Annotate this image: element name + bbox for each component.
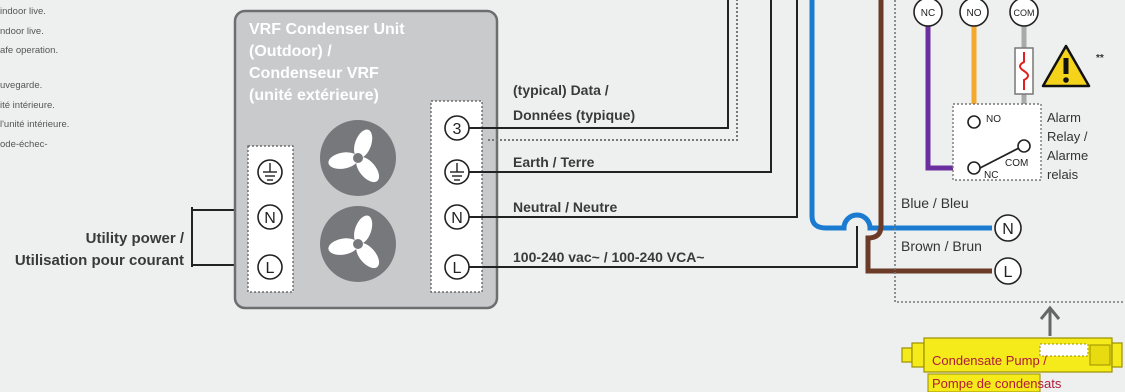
notes-group-1: indoor live. ndoor live. afe operation. (0, 2, 58, 61)
condenser-title-1: VRF Condenser Unit (249, 21, 405, 38)
wire-label-neutral: Neutral / Neutre (513, 199, 617, 215)
condenser-title-2: (Outdoor) / (249, 43, 332, 60)
terminal-l-left (257, 254, 283, 280)
utility-power-label-1: Utility power / (86, 230, 185, 247)
ground-terminal-right (444, 159, 470, 185)
notes-group-2: uvegarde. ité intérieure. l'unité intéri… (0, 76, 69, 154)
condensate-pump-icon (901, 337, 1123, 392)
fan-icon (320, 206, 396, 282)
wire-label-earth: Earth / Terre (513, 154, 595, 170)
note-line: indoor live. (0, 6, 46, 17)
pump-terminal-n (994, 214, 1022, 242)
relay-contact-com-label: COM (1005, 158, 1028, 169)
relay-terminal-com (1009, 0, 1039, 27)
terminal-l-left-label: L (266, 260, 275, 277)
condenser-title-3: Condenseur VRF (249, 65, 379, 82)
brown-wire (865, 0, 992, 274)
alarm-label-3: Alarme (1047, 148, 1088, 163)
fan-icon (320, 120, 396, 196)
wire-label-power: 100-240 vac~ / 100-240 VCA~ (513, 249, 704, 265)
alarm-label-1: Alarm (1047, 110, 1081, 125)
note-line: ndoor live. (0, 25, 44, 37)
note-line: uvegarde. (0, 80, 43, 91)
note-line: afe operation. (0, 45, 59, 56)
pump-terminal-l (994, 257, 1022, 285)
terminal-n-right-label: N (451, 210, 463, 227)
terminal-l-right-label: L (453, 260, 462, 277)
relay-contact-nc-label: NC (984, 170, 998, 181)
arrow-up-icon (1039, 305, 1061, 336)
pump-label-1: Condensate Pump / (932, 353, 1047, 368)
pump-enclosure (894, 0, 1125, 303)
note-line: ode-échec- (0, 138, 48, 150)
relay-terminal-no (959, 0, 989, 27)
pump-terminal-n-label: N (1002, 221, 1014, 238)
ground-terminal-left (257, 159, 283, 185)
wire-label-data-1: (typical) Data / (513, 82, 609, 98)
terminal-data-label: 3 (453, 121, 462, 138)
brown-wire-label: Brown / Brun (901, 238, 982, 254)
note-line: ité intérieure. (0, 99, 55, 111)
relay-terminal-no-label: NO (967, 8, 982, 19)
relay-contact-com (1017, 139, 1031, 153)
blue-wire-label: Blue / Bleu (901, 195, 969, 211)
relay-switch-arm (979, 147, 1020, 169)
warning-mark: ** (1096, 53, 1104, 64)
fuse-icon (1014, 47, 1034, 95)
condenser-wires (469, 0, 858, 268)
utility-power-label-2: Utilisation pour courant (15, 252, 184, 269)
alarm-label-4: relais (1047, 167, 1079, 182)
warning-icon (1041, 44, 1091, 88)
pump-label-2: Pompe de condensats (932, 376, 1062, 391)
relay-terminal-nc-label: NC (921, 8, 935, 19)
relay-contact-no (967, 115, 981, 129)
relay-terminal-nc (913, 0, 943, 27)
blue-wire (809, 0, 992, 231)
data-dotted-line (488, 0, 738, 141)
pump-terminal-l-label: L (1004, 264, 1013, 281)
terminal-n-left (257, 204, 283, 230)
wire-label-data-2: Données (typique) (513, 107, 635, 123)
relay-contact-nc (967, 161, 981, 175)
note-line: l'unité intérieure. (0, 119, 70, 130)
relay-terminal-com-label: COM (1014, 8, 1035, 18)
condenser-title-4: (unité extérieure) (249, 87, 379, 104)
alarm-label-2: Relay / (1047, 129, 1088, 144)
relay-contact-no-label: NO (986, 114, 1001, 125)
terminal-n-left-label: N (264, 210, 276, 227)
